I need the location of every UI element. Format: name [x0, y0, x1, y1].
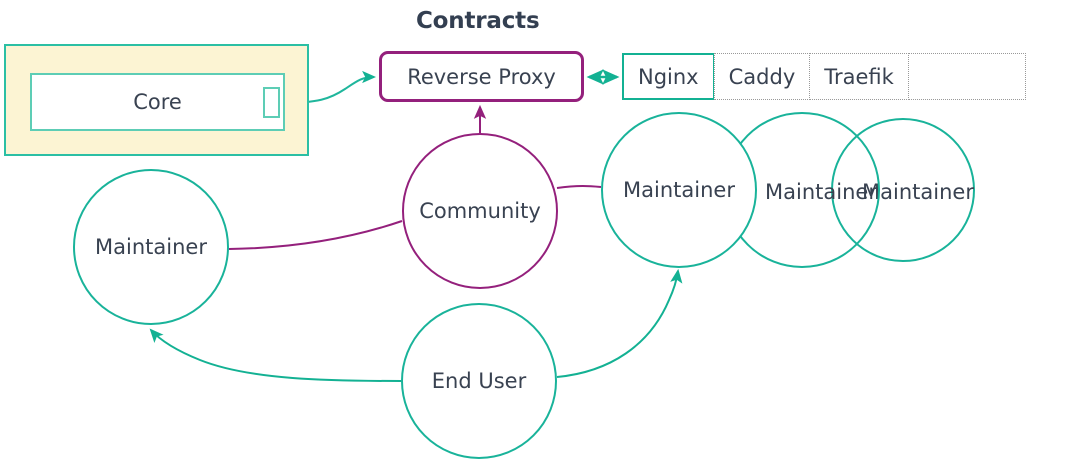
option-cell-caddy[interactable]: Caddy — [713, 53, 811, 100]
node-maintainer-right-3[interactable]: Maintainer — [831, 118, 975, 262]
core-group: Core — [4, 44, 309, 156]
option-cell-nginx[interactable]: Nginx — [622, 53, 715, 100]
node-label-maintainer-left: Maintainer — [95, 235, 207, 259]
option-label-traefik: Traefik — [824, 64, 894, 89]
label-clip-maintainer-right-2: Maintainer — [726, 114, 882, 270]
option-label-nginx: Nginx — [638, 64, 699, 89]
core-port[interactable] — [263, 87, 280, 118]
reverse-proxy-label: Reverse Proxy — [407, 64, 556, 89]
edge-community-to-maintainer-left — [228, 220, 403, 250]
proxy-options-row: Nginx Caddy Traefik — [622, 53, 1026, 100]
edge-community-to-maintainer-right — [556, 185, 602, 189]
edge-enduser-to-maintainer-left — [149, 328, 402, 382]
node-label-community: Community — [419, 199, 541, 223]
edge-enduser-to-maintainer-right — [556, 268, 683, 378]
label-clip-maintainer-right-3: Maintainer — [833, 120, 977, 264]
node-label-maintainer-right-1: Maintainer — [623, 178, 735, 202]
node-label-end-user: End User — [431, 369, 527, 393]
node-end-user[interactable]: End User — [401, 303, 557, 459]
core-node[interactable]: Core — [30, 73, 285, 131]
core-label: Core — [133, 90, 182, 114]
node-maintainer-right-1[interactable]: Maintainer — [601, 112, 757, 268]
node-label-maintainer-right-2: Maintainer — [765, 180, 877, 204]
option-cell-traefik[interactable]: Traefik — [809, 53, 909, 100]
reverse-proxy-node[interactable]: Reverse Proxy — [379, 51, 584, 102]
node-community[interactable]: Community — [402, 133, 558, 289]
option-cell-empty[interactable] — [907, 53, 1026, 100]
diagram-title: Contracts — [416, 8, 540, 34]
node-maintainer-left[interactable]: Maintainer — [73, 169, 229, 325]
option-label-caddy: Caddy — [728, 64, 796, 89]
node-label-maintainer-right-3: Maintainer — [862, 180, 974, 204]
